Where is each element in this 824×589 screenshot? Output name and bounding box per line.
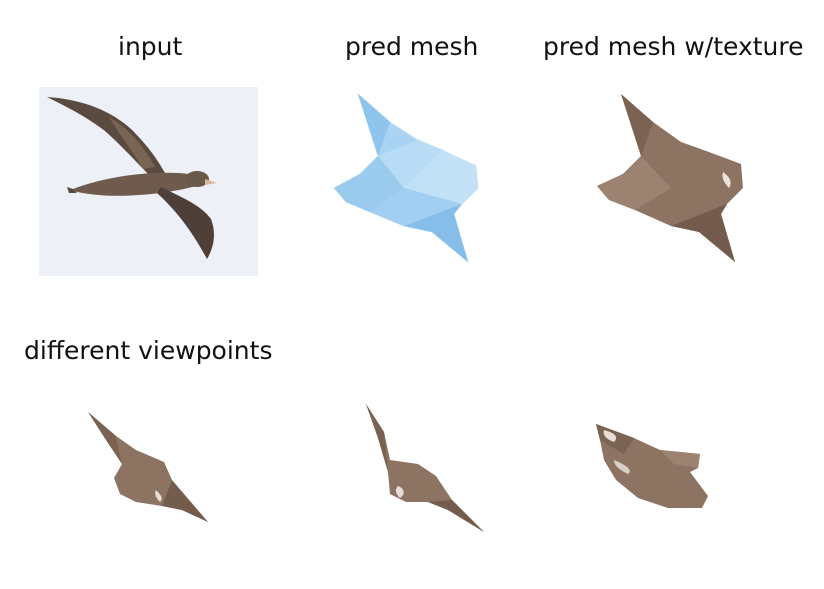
title-different-viewpoints: different viewpoints [24,336,273,365]
viewpoint-2-render [362,402,487,534]
pred-mesh-texture-render [595,92,745,264]
input-photo [39,87,258,276]
viewpoint-3-render [594,420,719,515]
pred-mesh-render [330,92,485,264]
title-input: input [118,32,183,61]
viewpoint-1-render [86,410,211,525]
title-pred-mesh: pred mesh [345,32,479,61]
title-pred-mesh-texture: pred mesh w/texture [543,32,804,61]
